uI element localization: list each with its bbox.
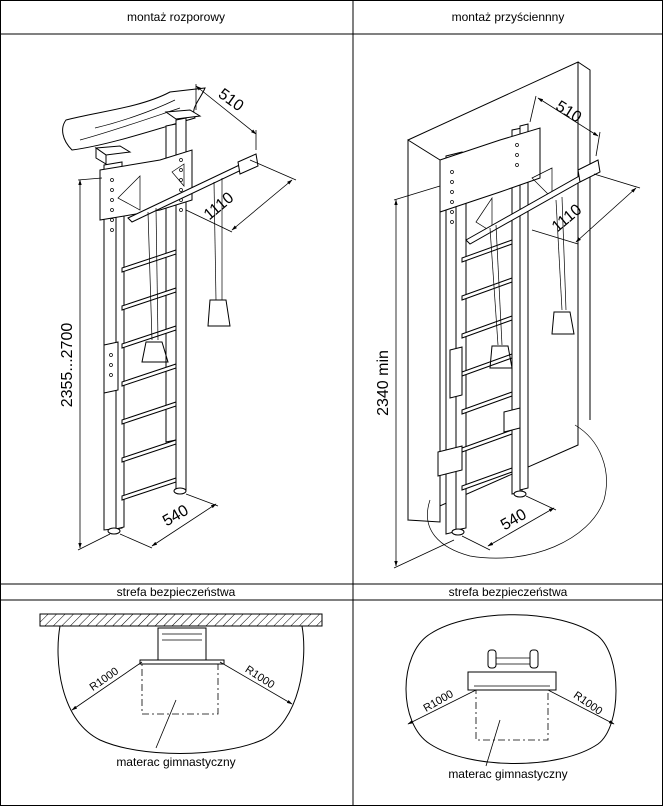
mat-label-left: materac gimnastyczny bbox=[116, 755, 235, 769]
dimension-height-left: 2355...2700 bbox=[59, 177, 111, 551]
panel-title-top-left: montaż rozporowy bbox=[127, 10, 225, 24]
dim-width-label-left: 540 bbox=[160, 502, 192, 530]
panel-title-top-right: montaż przyściennny bbox=[452, 10, 565, 24]
safety-zone-left bbox=[39, 613, 323, 754]
radius-label-right-a: R1000 bbox=[421, 688, 455, 715]
panel-title-bottom-left: strefa bezpieczeństwa bbox=[117, 585, 236, 599]
dimension-width-right: 540 bbox=[461, 495, 557, 551]
dim-height-label-right: 2340 min bbox=[375, 350, 392, 416]
safety-zone-right bbox=[405, 614, 617, 767]
dim-height-label-left: 2355...2700 bbox=[59, 323, 76, 408]
dimension-depth-left: 510 bbox=[195, 84, 257, 150]
wall-panel bbox=[407, 61, 607, 559]
ceiling-beam bbox=[62, 87, 206, 151]
radius-label-left-b: R1000 bbox=[243, 664, 277, 692]
radius-label-right-b: R1000 bbox=[571, 689, 604, 717]
panel-title-bottom-right: strefa bezpieczeństwa bbox=[449, 585, 568, 599]
dim-bar-label-left: 1110 bbox=[201, 189, 237, 223]
ladder-right bbox=[437, 123, 601, 536]
mat-label-right: materac gimnastyczny bbox=[448, 767, 567, 781]
dim-width-label-right: 540 bbox=[498, 506, 530, 534]
ladder-left bbox=[94, 109, 259, 535]
dimension-height-right: 2340 min bbox=[375, 185, 455, 569]
dimension-width-left: 540 bbox=[119, 493, 219, 549]
dim-depth-label-left: 510 bbox=[215, 86, 247, 116]
